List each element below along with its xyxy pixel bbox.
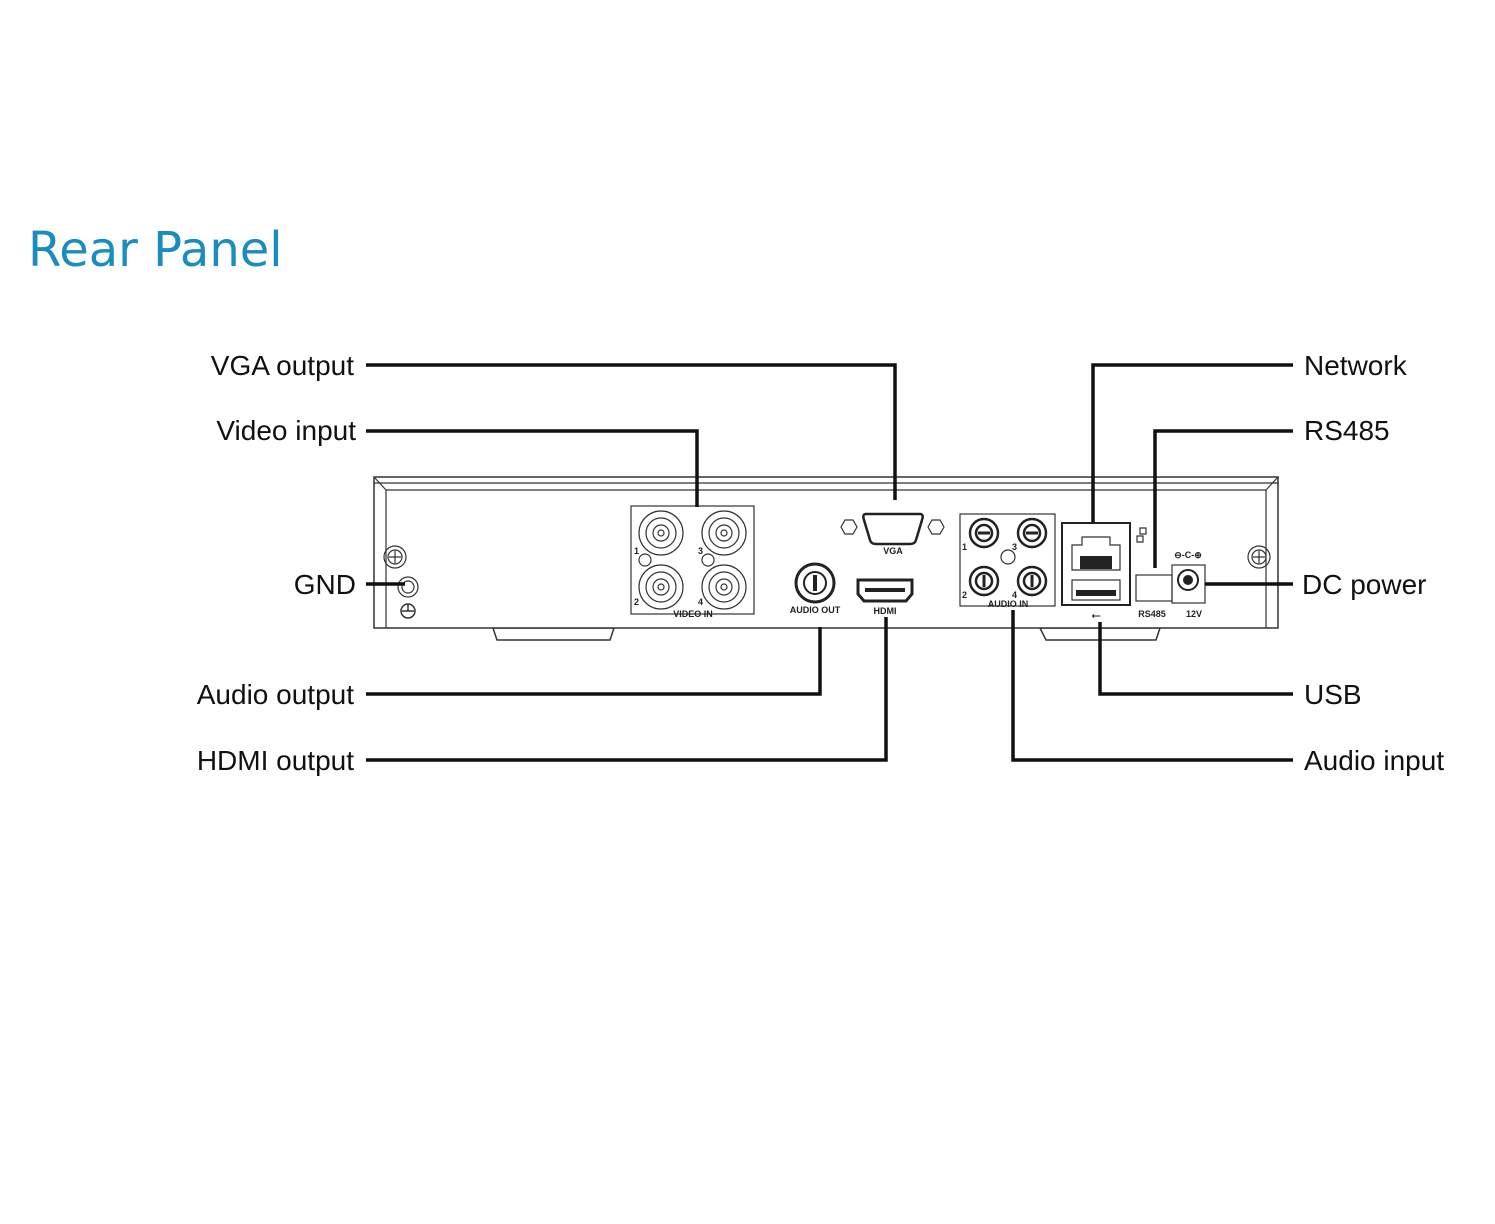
video-in-bnc-ports: 1 2 3 4 VIDEO IN (630, 505, 755, 619)
vga-port: VGA (840, 512, 945, 556)
rs485-dc-ports: ⊖-C-⊕ RS485 12V (1135, 550, 1206, 619)
leader-line-usb (1098, 622, 1293, 696)
gnd-terminal (397, 576, 419, 619)
callout-audio-output: Audio output (197, 679, 354, 710)
callout-hdmi-output: HDMI output (197, 745, 354, 776)
leader-line-audio-out (366, 627, 822, 696)
callout-rs485: RS485 (1304, 415, 1390, 446)
channel-label: 1 (962, 542, 967, 552)
channel-label: 2 (962, 590, 967, 600)
callout-gnd: GND (294, 569, 356, 600)
callout-vga-output: VGA output (211, 350, 354, 381)
channel-label: 4 (1012, 590, 1017, 600)
channel-label: 3 (1012, 542, 1017, 552)
leader-line-rs485 (1153, 429, 1293, 568)
rs485-label: RS485 (1138, 609, 1166, 619)
leader-line-audio-in (1011, 610, 1293, 762)
screw-icon (1247, 545, 1271, 569)
usb-icon: ⭠ (1091, 608, 1101, 622)
channel-label: 2 (634, 597, 639, 607)
vga-label: VGA (883, 546, 903, 556)
video-in-label: VIDEO IN (673, 609, 713, 619)
leader-line-video (366, 429, 699, 507)
audio-in-label: AUDIO IN (988, 599, 1029, 609)
channel-label: 1 (634, 546, 639, 556)
leader-line-vga (366, 363, 897, 500)
polarity-icon: ⊖-C-⊕ (1174, 550, 1202, 560)
network-usb-ports: ⭠ (1061, 522, 1147, 622)
callout-dc-power: DC power (1302, 569, 1426, 600)
audio-out-label: AUDIO OUT (790, 605, 841, 615)
channel-label: 4 (698, 597, 703, 607)
callout-network: Network (1304, 350, 1408, 381)
page-title: Rear Panel (28, 222, 283, 278)
dvr-device: 1 2 3 4 VIDEO IN AUDIO OUT VGA HDMI (373, 476, 1279, 641)
power-label: 12V (1186, 609, 1202, 619)
screw-icon (383, 545, 407, 569)
leader-line-network (1091, 363, 1293, 522)
channel-label: 3 (698, 546, 703, 556)
hdmi-label: HDMI (874, 606, 897, 616)
callout-audio-input: Audio input (1304, 745, 1444, 776)
callout-usb: USB (1304, 679, 1362, 710)
leader-line-hdmi (366, 617, 888, 762)
callout-video-input: Video input (216, 415, 356, 446)
audio-out-port: AUDIO OUT (790, 562, 841, 615)
audio-in-ports: 1 2 3 4 AUDIO IN (959, 513, 1056, 609)
hdmi-port: HDMI (856, 578, 914, 616)
